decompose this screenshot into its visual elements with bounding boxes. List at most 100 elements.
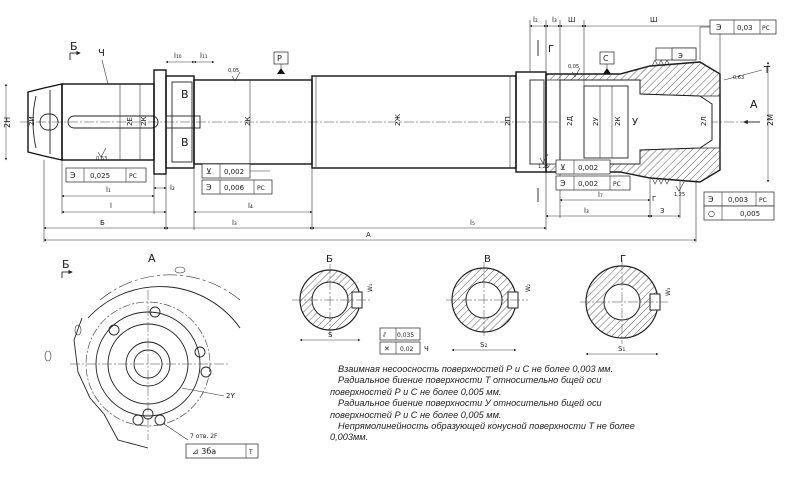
section-g-key: W₃ <box>665 287 672 296</box>
svg-text:Э: Э <box>70 171 76 180</box>
section-g: Г S₁ W₃ <box>580 254 672 356</box>
note-line: Радиальное биение поверхности Т относите… <box>338 375 602 386</box>
dim-l3: l₃ <box>584 207 589 215</box>
dim-l3-left: l₃ <box>232 219 237 227</box>
svg-text:РС: РС <box>759 197 767 204</box>
svg-text:⊻: ⊻ <box>206 167 212 176</box>
note-line: Радиальное биение поверхности У относите… <box>338 398 602 409</box>
svg-text:Э: Э <box>708 195 714 204</box>
dim-l1: l₁ <box>106 186 111 194</box>
svg-text:0,002: 0,002 <box>578 164 598 172</box>
svg-text:⊿ 3ба: ⊿ 3ба <box>192 447 216 456</box>
note-line: Непрямолинейность образующей конусной по… <box>338 421 635 432</box>
label-u: У <box>632 117 638 128</box>
rough-2: 0,05 <box>568 64 579 70</box>
dim-l10: l₁₀ <box>174 52 182 60</box>
shaft-view: 2Н 2И 2Е 2К 2К 2Ж 2П 2Д 2У 2К 2Л 2М Б Ч … <box>3 16 775 242</box>
svg-text:0,035: 0,035 <box>397 332 414 339</box>
svg-text:0,002: 0,002 <box>578 180 598 188</box>
dim-l2: l₂ <box>170 184 175 192</box>
hole <box>142 408 154 420</box>
frame-mid-flat: ⊻ 0,002 <box>201 163 270 179</box>
svg-text:0,006: 0,006 <box>224 184 245 192</box>
frame-right-small: Э <box>655 47 697 61</box>
datum-p: Р <box>277 54 282 63</box>
frame-far-round: ○ 0,005 <box>703 205 775 221</box>
dia-2h: 2Н <box>3 117 12 128</box>
svg-text:⊻: ⊻ <box>560 163 566 172</box>
note-line: 0,003мм. <box>330 432 369 443</box>
note-line: Взаимная несоосность поверхностей Р и С … <box>338 364 614 374</box>
frame-right-flat: ⊻ 0,002 <box>555 159 611 175</box>
svg-text:РС: РС <box>762 25 770 32</box>
section-v-label: В <box>484 254 491 265</box>
hole <box>108 324 120 336</box>
dim-sh: Ш <box>568 16 576 24</box>
frame-left-runout: Э 0,025 РС <box>65 167 147 183</box>
section-v: В S₂ W₂ <box>446 254 532 352</box>
svg-text:Э: Э <box>206 183 212 192</box>
frame-section-b-1: ⫽ 0,035 <box>379 327 421 341</box>
dim-sh2: Ш <box>650 16 658 24</box>
svg-text:0,002: 0,002 <box>224 168 244 176</box>
dia-2u: 2У <box>592 117 600 126</box>
view-a-frame: ⊿ 3ба Т <box>185 443 259 459</box>
dim-a: А <box>366 231 371 239</box>
view-a: А Б 2Y 7 отв. 2F ⊿ 3ба <box>44 252 259 459</box>
svg-text:0,025: 0,025 <box>90 172 110 180</box>
label-v-top: В <box>181 88 189 101</box>
section-b-width: S <box>328 331 333 339</box>
svg-text:РС: РС <box>613 181 621 188</box>
dim-l12: l₂ <box>533 16 538 24</box>
svg-text:Ч: Ч <box>424 345 429 353</box>
rough-6: 0,63 <box>733 75 744 81</box>
rough-4: 1,25 <box>538 164 549 170</box>
svg-text:⫽: ⫽ <box>382 331 387 339</box>
svg-text:Э: Э <box>560 179 566 188</box>
dia-2i: 2И <box>28 116 36 126</box>
dim-l13: l₃ <box>552 16 557 24</box>
frame-far-runout: Э 0,003 РС <box>703 191 775 207</box>
label-b-top: Б <box>70 40 78 53</box>
label-t: Т <box>763 65 771 76</box>
frame-top-right: Э 0,03 РС <box>699 19 777 60</box>
svg-text:0,02: 0,02 <box>400 346 414 353</box>
dia-2k-c: 2К <box>614 117 622 126</box>
dia-2k: 2К <box>140 117 148 126</box>
dia-2k-b: 2К <box>244 117 252 126</box>
svg-text:○: ○ <box>708 209 715 218</box>
view-a-title: А <box>148 252 156 265</box>
section-b-key: W₁ <box>367 283 374 292</box>
dim-l4: l₄ <box>248 202 253 210</box>
rough-1: 0,05 <box>228 68 239 74</box>
dim-l11: l₁₁ <box>200 52 208 60</box>
label-v-bottom: В <box>181 136 189 149</box>
dia-2p: 2П <box>504 116 512 126</box>
dim-b: Б <box>100 219 105 227</box>
section-g-width: S₁ <box>618 345 625 353</box>
hole <box>200 366 212 378</box>
svg-text:0,005: 0,005 <box>740 210 760 218</box>
dia-2e: 2Е <box>126 117 134 126</box>
dim-l: l <box>110 202 112 210</box>
datum-c: С <box>603 54 609 63</box>
section-g-label: Г <box>620 254 626 265</box>
section-v-width: S₂ <box>480 341 487 349</box>
label-g-top: Г <box>548 44 554 55</box>
svg-text:Т: Т <box>248 449 253 456</box>
dia-2m: 2М <box>766 114 775 126</box>
hole <box>194 346 206 358</box>
dim-l5: l₅ <box>470 219 475 227</box>
label-ch: Ч <box>98 48 105 59</box>
svg-text:Э: Э <box>716 23 722 32</box>
hole <box>132 414 144 426</box>
dia-2zh: 2Ж <box>394 114 402 126</box>
dia-2l: 2Л <box>700 116 708 126</box>
svg-text:✕: ✕ <box>384 345 390 353</box>
frame-right-runout: Э 0,002 РС <box>555 175 631 191</box>
svg-text:РС: РС <box>257 185 265 192</box>
frame-mid-runout: Э 0,006 РС <box>201 179 273 195</box>
dia-2d: 2Д <box>566 116 574 126</box>
svg-text:Э: Э <box>678 52 683 60</box>
